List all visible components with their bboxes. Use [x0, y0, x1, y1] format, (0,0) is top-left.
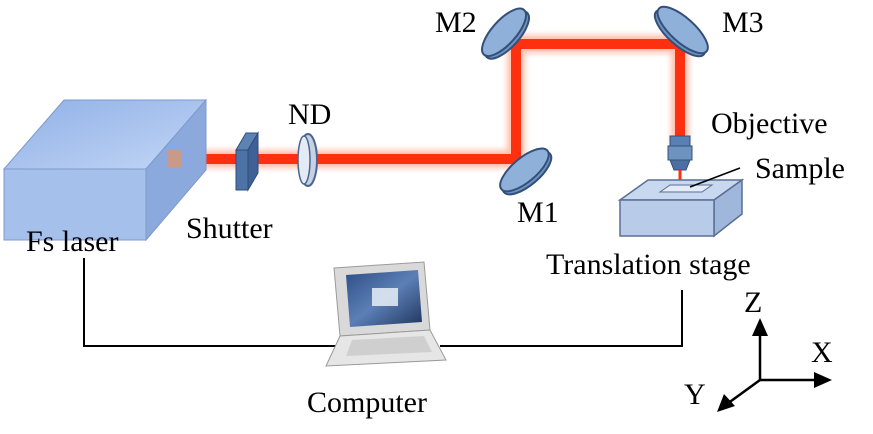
- label-sample: Sample: [755, 152, 845, 185]
- nd-filter-icon: [297, 133, 318, 187]
- wire-laser-computer: [83, 258, 338, 347]
- objective-lens-icon: [667, 135, 693, 186]
- label-translation-stage: Translation stage: [546, 248, 751, 281]
- label-computer: Computer: [307, 386, 427, 419]
- laptop-icon: [325, 261, 447, 367]
- mirror-icon-m3: [653, 5, 709, 58]
- shutter-icon: [235, 131, 259, 192]
- label-axis-y: Y: [684, 378, 706, 411]
- label-shutter: Shutter: [186, 212, 273, 245]
- translation-stage-icon: [617, 167, 745, 238]
- label-m2: M2: [435, 6, 477, 39]
- sample-plate: [658, 184, 714, 193]
- label-fs-laser: Fs laser: [26, 225, 119, 258]
- label-m3: M3: [722, 6, 764, 39]
- mirror-icon-m1: [499, 147, 553, 196]
- label-axis-x: X: [811, 336, 833, 369]
- label-axis-z: Z: [744, 286, 762, 319]
- sample-pointer: [689, 167, 741, 188]
- control-wires: [83, 258, 683, 347]
- label-m1: M1: [517, 196, 559, 229]
- xyz-axes-icon: [717, 318, 832, 412]
- laser-box-icon: [2, 98, 208, 242]
- mirror-icon-m2: [481, 7, 530, 60]
- label-nd: ND: [288, 98, 331, 131]
- label-objective: Objective: [711, 107, 828, 140]
- wire-computer-stage: [440, 290, 683, 347]
